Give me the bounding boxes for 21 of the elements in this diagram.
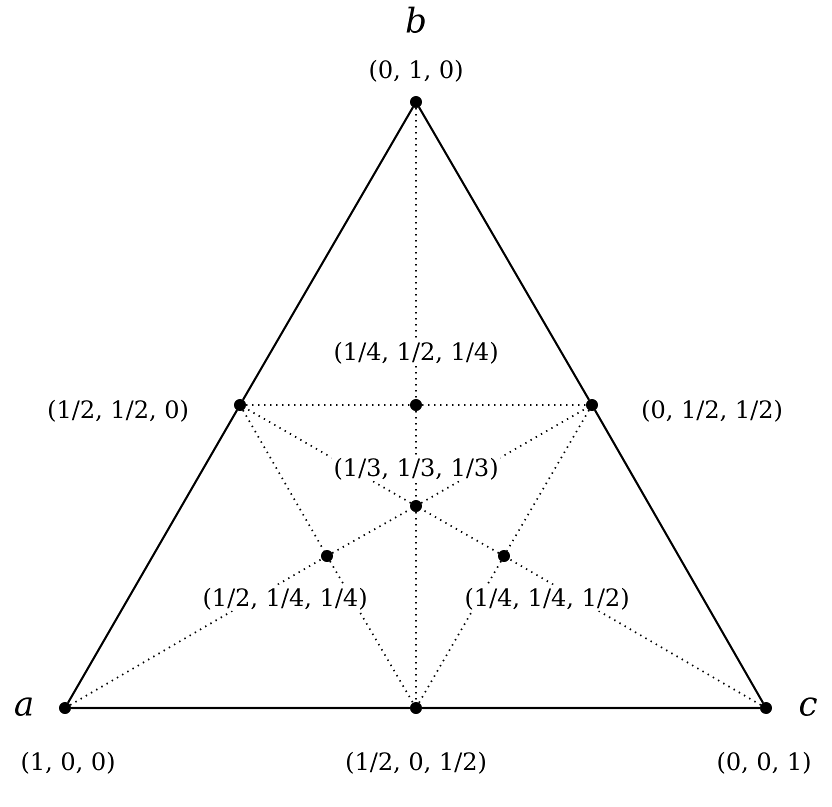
triangle-side (71, 706, 410, 710)
triangle-side (594, 410, 764, 704)
point-dot (59, 702, 71, 714)
point-dot (410, 399, 422, 411)
point-dot (321, 550, 333, 562)
point-dot (498, 550, 510, 562)
triangle-side (418, 106, 590, 400)
point-dot (760, 702, 772, 714)
dotted-line (506, 410, 590, 552)
dotted-line (415, 512, 417, 702)
point-dot (234, 399, 246, 411)
triangle-side (242, 106, 414, 400)
point-dot (410, 500, 422, 512)
dotted-line (246, 404, 410, 406)
point-dot (410, 702, 422, 714)
coordinate-label: (1/3, 1/3, 1/3) (331, 454, 501, 482)
point-dot (410, 96, 422, 108)
triangle-side (422, 706, 760, 710)
dotted-line (422, 404, 586, 406)
triangle-side (67, 410, 238, 704)
point-dot (586, 399, 598, 411)
